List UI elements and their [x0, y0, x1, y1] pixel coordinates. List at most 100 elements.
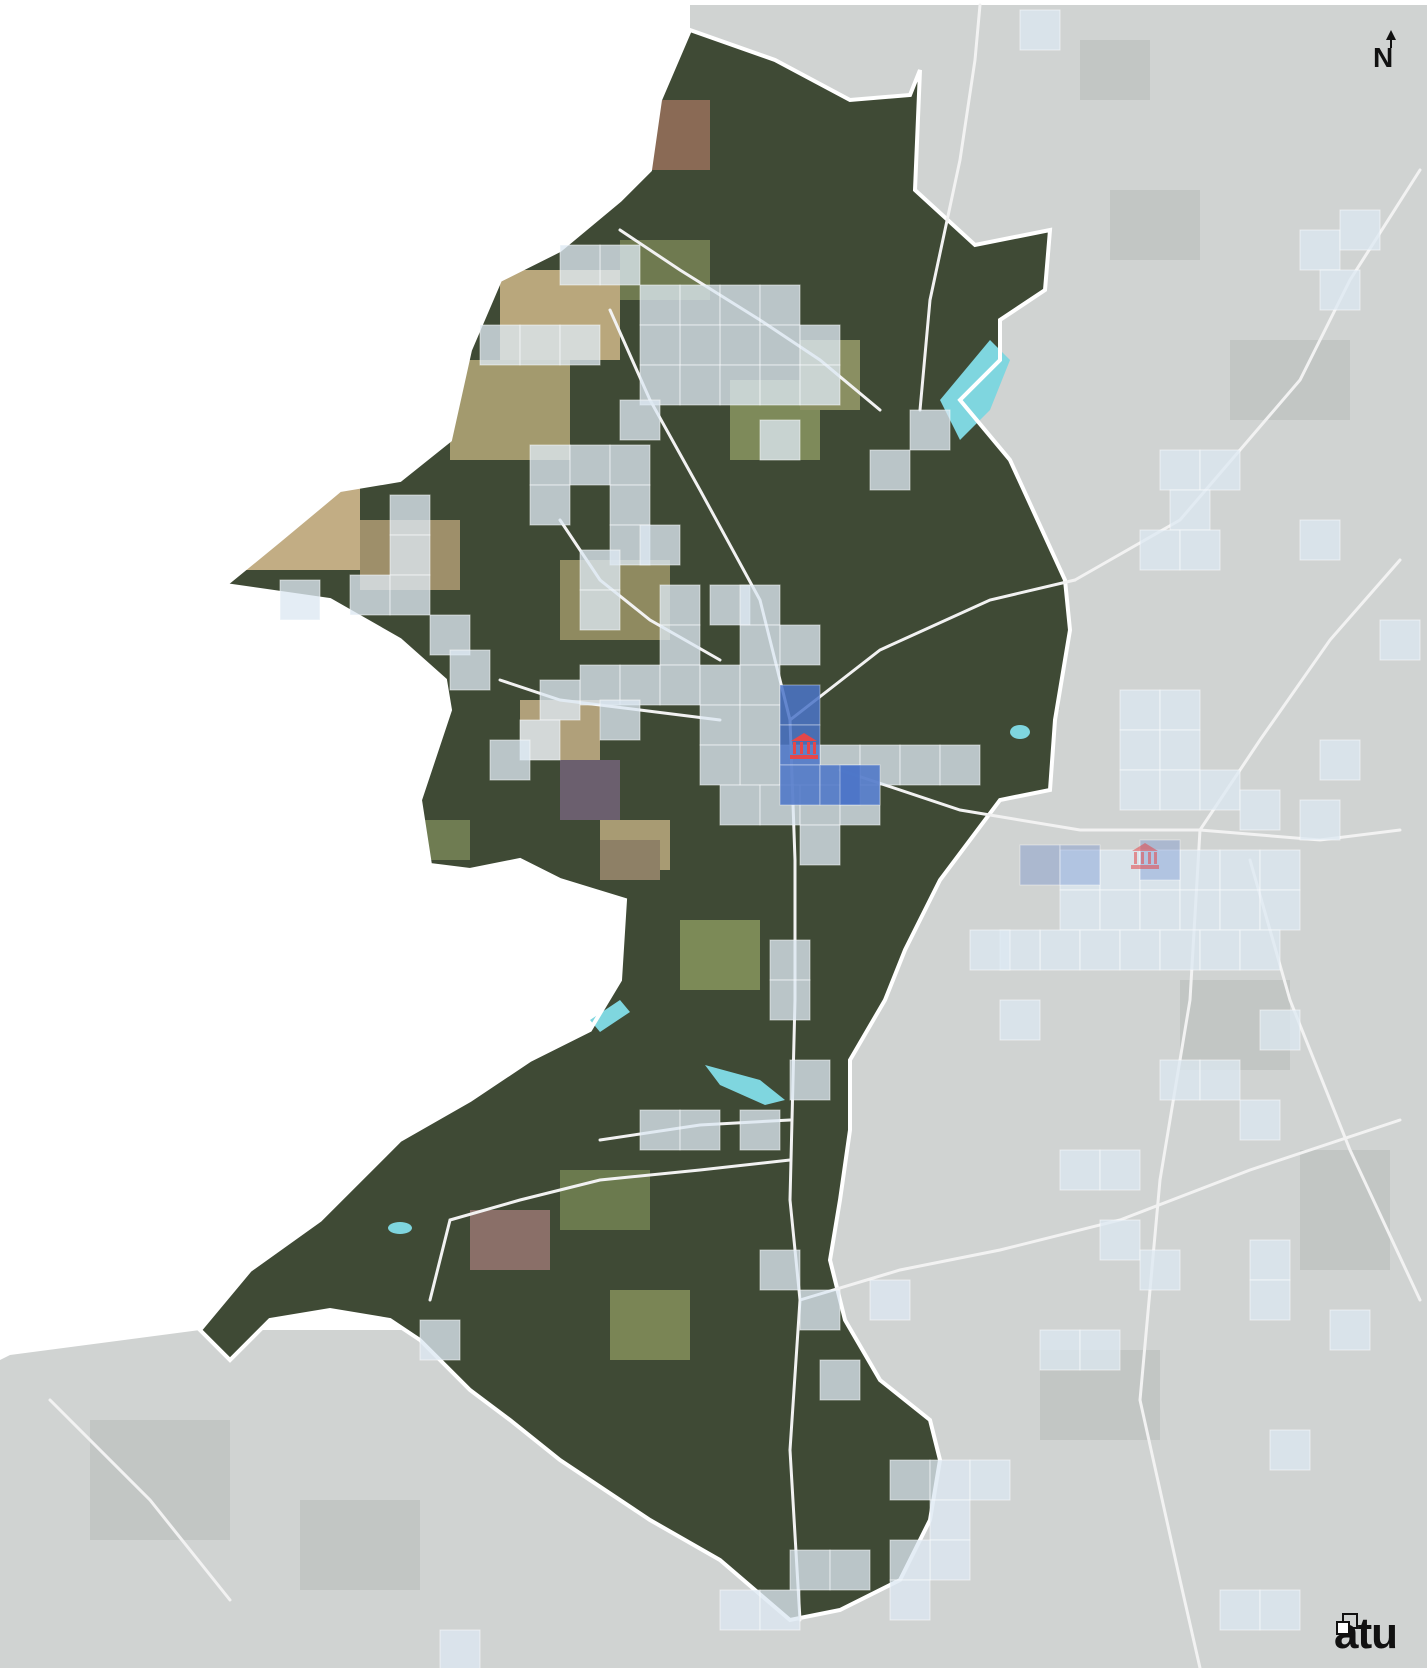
built-cell: [659, 664, 701, 706]
built-cell: [1299, 229, 1341, 271]
built-cell: [1119, 769, 1161, 811]
built-cell: [559, 244, 601, 286]
built-cell: [599, 699, 641, 741]
built-cell: [489, 739, 531, 781]
built-cell: [799, 824, 841, 866]
built-cell: [1099, 849, 1141, 891]
built-cell: [789, 1059, 831, 1101]
built-cell: [759, 1249, 801, 1291]
built-cell: [739, 584, 781, 626]
built-cell: [529, 484, 571, 526]
built-cell: [349, 574, 391, 616]
built-cell: [1249, 1239, 1291, 1281]
built-cell: [1019, 9, 1061, 51]
built-cell: [1039, 1329, 1081, 1371]
built-cell: [479, 324, 521, 366]
built-cell: [789, 1549, 831, 1591]
built-cell: [1259, 849, 1301, 891]
built-cell: [739, 744, 781, 786]
built-cell: [429, 614, 471, 656]
built-cell: [1079, 1329, 1121, 1371]
built-cell: [1079, 929, 1121, 971]
built-cell: [699, 664, 741, 706]
built-cell: [639, 1109, 681, 1151]
civic-building-icon-secondary[interactable]: [1131, 843, 1159, 869]
built-cell: [759, 419, 801, 461]
built-cell: [869, 1279, 911, 1321]
built-cell: [889, 1579, 931, 1621]
built-cell: [1139, 889, 1181, 931]
built-cell: [1239, 1099, 1281, 1141]
built-cell: [1219, 889, 1261, 931]
built-cell: [1119, 929, 1161, 971]
built-cell: [519, 324, 561, 366]
built-cell: [639, 324, 681, 366]
built-cell: [759, 324, 801, 366]
built-cell: [389, 494, 431, 536]
built-cell: [659, 624, 701, 666]
core-cell: [839, 764, 881, 806]
built-cell: [929, 1459, 971, 1501]
built-cell: [969, 929, 1011, 971]
built-cell: [1339, 209, 1381, 251]
built-cell: [759, 1589, 801, 1631]
surrounding-area-south: [0, 1330, 920, 1668]
built-cell: [719, 1589, 761, 1631]
built-cell: [1119, 729, 1161, 771]
built-cell: [1159, 449, 1201, 491]
built-cell: [529, 444, 571, 486]
built-cell: [1159, 729, 1201, 771]
built-cell: [769, 979, 811, 1021]
built-cell: [389, 574, 431, 616]
built-up-grid: [279, 9, 1421, 1668]
built-cell: [759, 284, 801, 326]
built-cell: [799, 1289, 841, 1331]
built-cell: [1319, 739, 1361, 781]
built-cell: [769, 939, 811, 981]
built-cell: [559, 324, 601, 366]
built-cell: [1159, 689, 1201, 731]
built-cell: [1199, 1059, 1241, 1101]
core-cell: [1059, 844, 1101, 886]
built-cell: [939, 744, 981, 786]
civic-building-icon[interactable]: [790, 733, 818, 759]
built-cell: [579, 664, 621, 706]
built-cell: [1259, 1589, 1301, 1631]
built-cell: [679, 364, 721, 406]
built-cell: [1139, 1249, 1181, 1291]
built-cell: [969, 1459, 1011, 1501]
built-cell: [899, 744, 941, 786]
built-cell: [1239, 929, 1281, 971]
built-cell: [1329, 1309, 1371, 1351]
built-cell: [679, 1109, 721, 1151]
built-cell: [1159, 929, 1201, 971]
built-cell: [1099, 889, 1141, 931]
built-cell: [569, 444, 611, 486]
built-cell: [739, 704, 781, 746]
north-arrow-icon: N: [1373, 28, 1399, 72]
built-cell: [1119, 689, 1161, 731]
built-cell: [539, 679, 581, 721]
built-cell: [1179, 529, 1221, 571]
built-cell: [1319, 269, 1361, 311]
built-cell: [1159, 1059, 1201, 1101]
built-cell: [719, 784, 761, 826]
built-cell: [1159, 769, 1201, 811]
built-cell: [1299, 519, 1341, 561]
built-cell: [1099, 1219, 1141, 1261]
built-cell: [1059, 849, 1101, 891]
built-cell: [599, 244, 641, 286]
built-cell: [1299, 799, 1341, 841]
built-cell: [1059, 889, 1101, 931]
built-cell: [1169, 489, 1211, 531]
built-cell: [739, 1109, 781, 1151]
built-cell: [639, 284, 681, 326]
built-cell: [1379, 619, 1421, 661]
built-cell: [609, 444, 651, 486]
built-cell: [1199, 769, 1241, 811]
built-cell: [889, 1459, 931, 1501]
built-cell: [439, 1629, 481, 1668]
core-cell: [1019, 844, 1061, 886]
built-cell: [1239, 789, 1281, 831]
